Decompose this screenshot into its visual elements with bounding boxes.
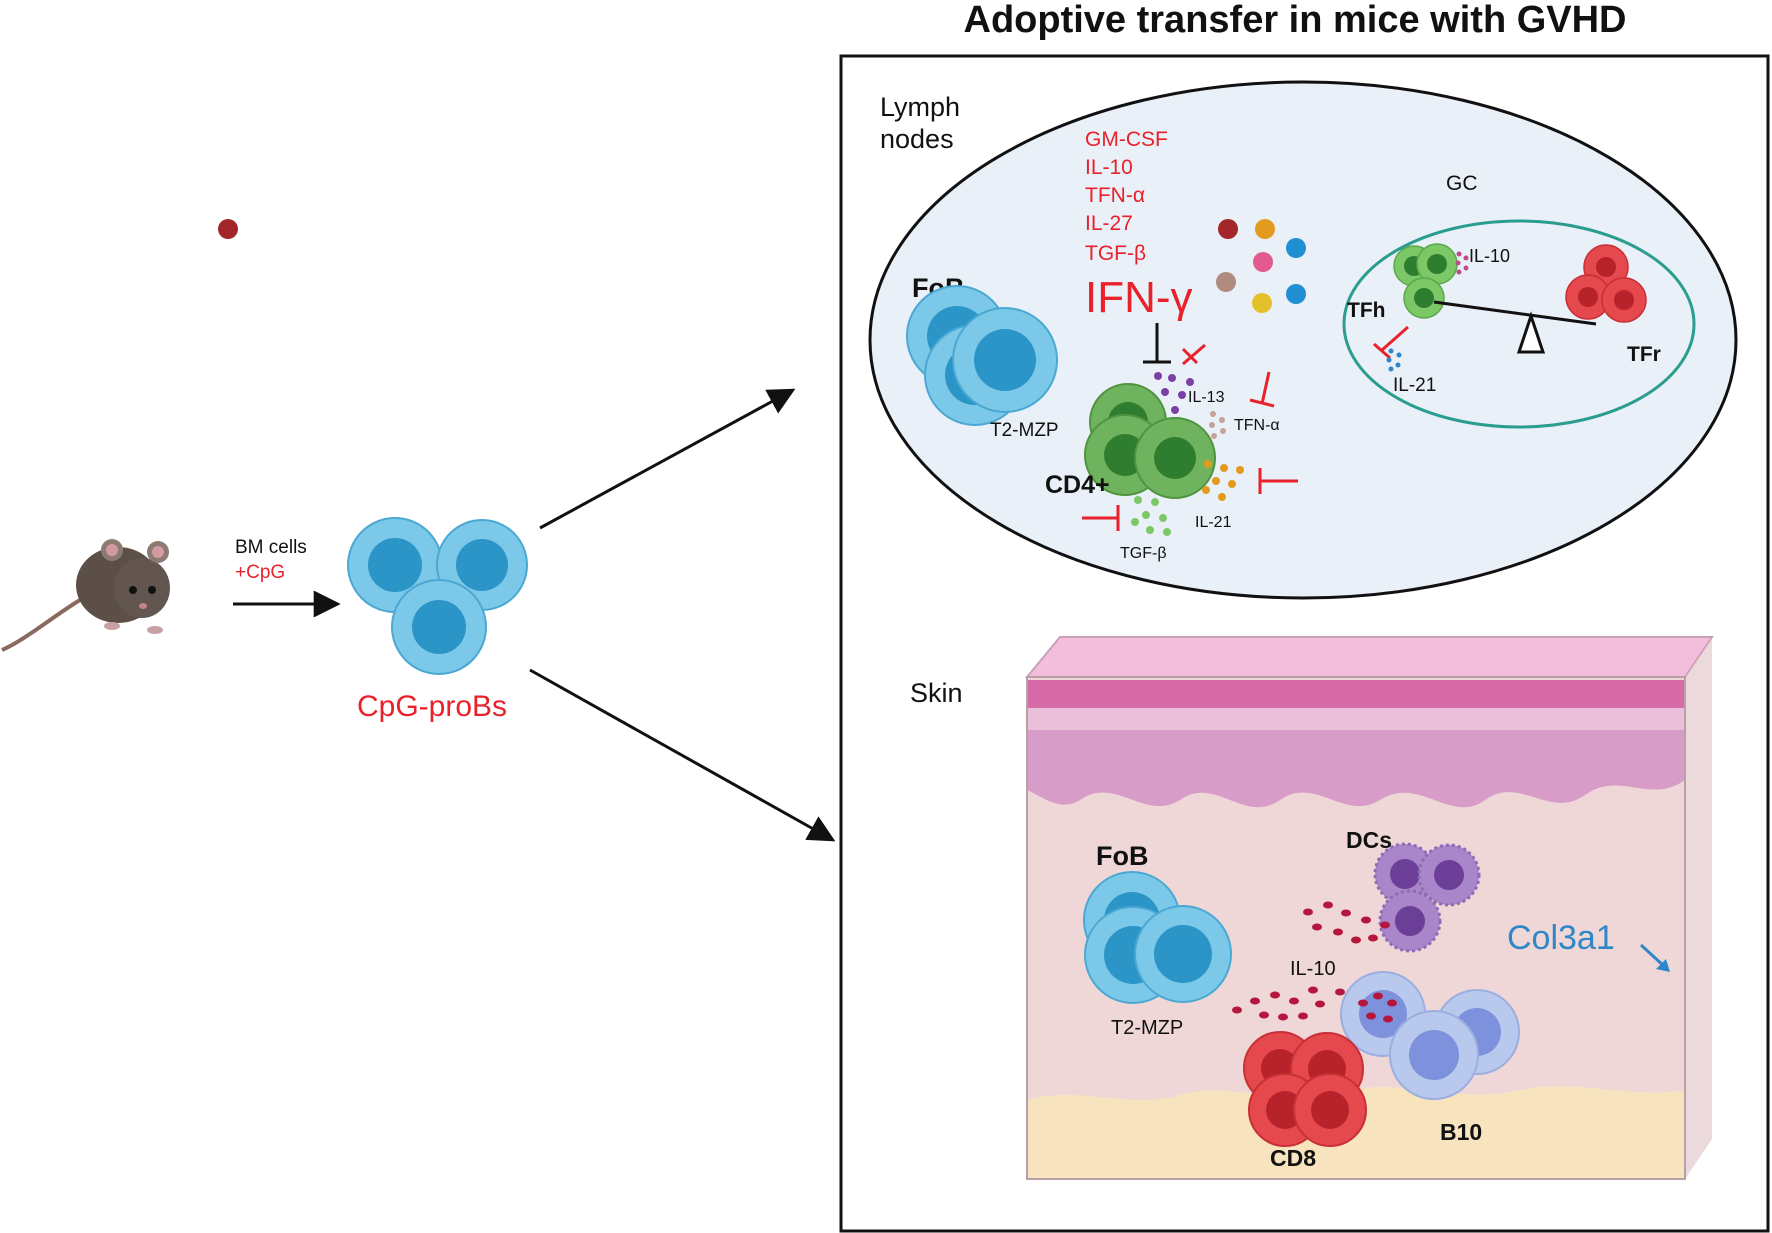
il21-inhibition-icon bbox=[1258, 468, 1298, 494]
b10-il10-dots bbox=[1358, 992, 1397, 1023]
cytokine-tfna: TFN-α bbox=[1085, 184, 1145, 207]
cd8-cells bbox=[1243, 1031, 1367, 1147]
ifn-inhibition-icon bbox=[1143, 323, 1171, 364]
cytokine-dots bbox=[218, 219, 238, 239]
cytokine-gm-csf: GM-CSF bbox=[1085, 128, 1168, 151]
col3a1-label: Col3a1 bbox=[1507, 919, 1615, 957]
cpg-probs-cells bbox=[347, 517, 528, 675]
lymph-tgfb-label: TGF-β bbox=[1120, 545, 1167, 562]
tfr-label: TFr bbox=[1627, 343, 1661, 366]
il13-inhibition-icon bbox=[1181, 343, 1206, 366]
balance-fulcrum-icon bbox=[1516, 311, 1546, 354]
germinal-center bbox=[1342, 219, 1696, 429]
gc-il10-dots bbox=[1455, 251, 1469, 275]
tfna-dots bbox=[1209, 411, 1226, 439]
dc-cells bbox=[1373, 842, 1481, 953]
cytokine-il10: IL-10 bbox=[1085, 156, 1133, 179]
col3a1-down-arrow-icon bbox=[1639, 943, 1670, 972]
gc-il10-label: IL-10 bbox=[1469, 246, 1510, 266]
b10-cells bbox=[1340, 971, 1520, 1100]
balance-beam bbox=[1433, 300, 1597, 326]
skin-il10-dots-upper bbox=[1303, 901, 1390, 944]
gc-il21-label: IL-21 bbox=[1393, 375, 1436, 396]
cytokine-list: GM-CSF IL-10 TFN-α IL-27 TGF-β bbox=[1085, 128, 1168, 265]
lymph-il21-label: IL-21 bbox=[1195, 514, 1232, 531]
gc-label: GC bbox=[1446, 172, 1478, 195]
lymph-t2mzp-label: T2-MZP bbox=[990, 420, 1059, 441]
tgfb-inhibition-icon bbox=[1082, 505, 1120, 531]
tfh-label: TFh bbox=[1347, 299, 1385, 322]
il21-dots bbox=[1202, 460, 1244, 501]
lymph-fob-cells bbox=[906, 285, 1058, 426]
cd4-cells bbox=[1084, 383, 1216, 499]
arrow-to-lymph bbox=[539, 388, 796, 530]
skin-fob-label: FoB bbox=[1096, 841, 1148, 871]
skin-fob-cells bbox=[1083, 871, 1232, 1004]
skin-label: Skin bbox=[910, 678, 963, 708]
cd4-label: CD4+ bbox=[1045, 471, 1110, 499]
ifn-gamma-label: IFN-γ bbox=[1085, 273, 1193, 322]
gc-il21-inhibition-icon bbox=[1373, 325, 1409, 360]
skin-il10-label: IL-10 bbox=[1290, 958, 1336, 980]
dcs-label: DCs bbox=[1346, 827, 1392, 853]
skin-t2mzp-label: T2-MZP bbox=[1111, 1017, 1183, 1039]
tfna-inhibition-icon bbox=[1249, 371, 1275, 408]
lymph-label-line1: Lymph bbox=[880, 92, 960, 122]
bm-cells-label: BM cells bbox=[235, 537, 307, 558]
il13-dots bbox=[1154, 372, 1194, 414]
cpg-label: +CpG bbox=[235, 562, 285, 583]
gc-il21-dots bbox=[1386, 348, 1402, 372]
cd8-label: CD8 bbox=[1270, 1145, 1316, 1171]
cytokine-tgfb: TGF-β bbox=[1085, 242, 1146, 265]
b10-label: B10 bbox=[1440, 1119, 1482, 1145]
tgfb-dots bbox=[1131, 496, 1171, 536]
tfna-label: TFN-α bbox=[1234, 417, 1280, 434]
figure-title: Adoptive transfer in mice with GVHD bbox=[964, 0, 1627, 41]
tfh-cells bbox=[1393, 243, 1458, 319]
lymph-label-line2: nodes bbox=[880, 124, 954, 154]
arrow-to-skin bbox=[529, 668, 836, 842]
il13-label: IL-13 bbox=[1188, 389, 1225, 406]
cytokine-il27: IL-27 bbox=[1085, 212, 1133, 235]
mouse-icon bbox=[1, 539, 170, 652]
cytokine-dots-group bbox=[1216, 219, 1306, 313]
tfr-cells bbox=[1565, 244, 1647, 323]
cpg-probs-label: CpG-proBs bbox=[357, 690, 507, 723]
